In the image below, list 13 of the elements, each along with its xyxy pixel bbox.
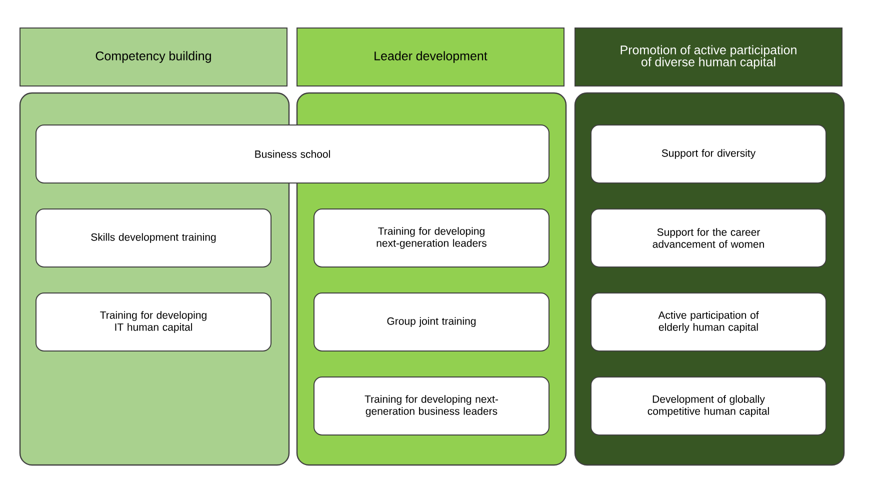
training-box: Support for diversity: [590, 124, 826, 184]
training-box: Training for developing IT human capital: [36, 292, 272, 352]
header-box: Promotion of active participation of diverse human capital: [574, 28, 842, 86]
training-box: Training for developing next-generation business leaders: [314, 376, 550, 436]
header-box: Competency building: [20, 28, 288, 86]
training-box: Business school: [36, 124, 550, 184]
training-box: Group joint training: [314, 292, 550, 352]
header-box: Leader development: [296, 28, 564, 86]
training-box: Skills development training: [36, 208, 272, 268]
training-box: Support for the career advancement of women: [590, 208, 826, 268]
training-box: Active participation of elderly human capital: [590, 292, 826, 352]
training-box: Training for developing next-generation leaders: [314, 208, 550, 268]
training-box: Development of globally competitive human capital: [590, 376, 826, 436]
